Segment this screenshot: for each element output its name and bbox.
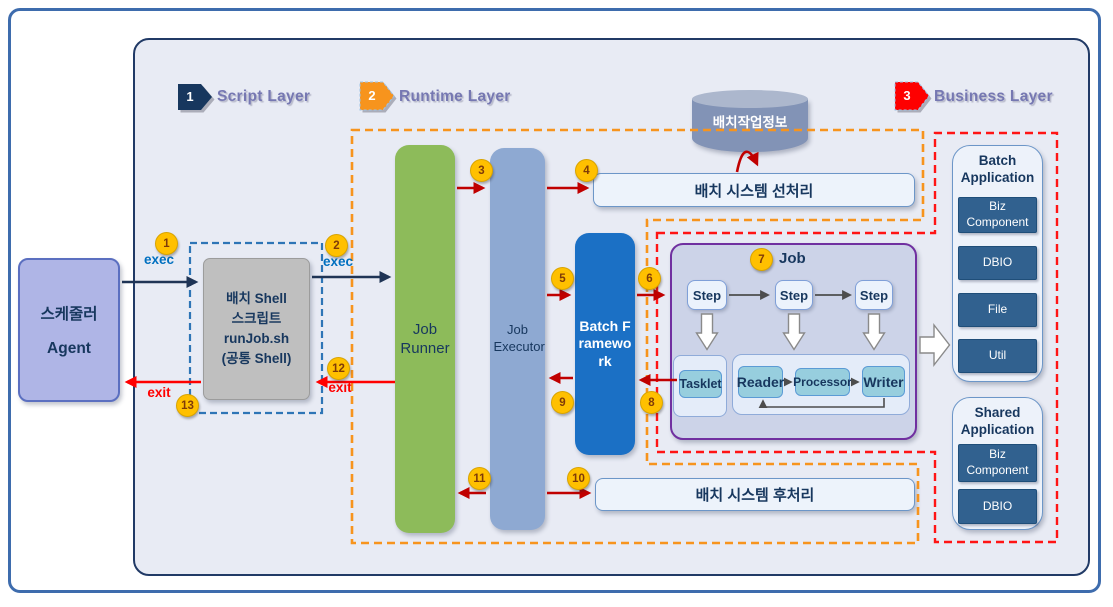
batch-app-item-file: File — [958, 293, 1037, 327]
shell-line-1: 배치 Shell — [226, 290, 287, 306]
cylinder-top — [692, 90, 808, 108]
shared-application-title: Shared Application — [960, 405, 1035, 437]
job-runner-bar: Job Runner — [395, 145, 455, 533]
shell-line-3: runJob.sh — [223, 331, 290, 346]
flow-badge-1: 1 — [155, 232, 178, 255]
processor-box: Processor — [793, 368, 852, 396]
flow-badge-4: 4 — [575, 159, 598, 182]
script-layer-label: Script Layer — [217, 88, 311, 105]
pre-process-label: 배치 시스템 선처리 — [694, 182, 814, 200]
job-executor-label: Job Executor — [493, 322, 545, 354]
batch-job-info-label: 배치작업정보 — [712, 115, 788, 130]
business-layer-number: 3 — [903, 88, 911, 103]
flow-badge-3: 3 — [470, 159, 493, 182]
batch-shell-script-box: 배치 Shell 스크립트 runJob.sh (공통 Shell) — [203, 258, 310, 400]
flow-badge-6: 6 — [638, 267, 661, 290]
shared-app-item-dbio: DBIO — [958, 489, 1037, 524]
exit-label-13: exit — [147, 385, 171, 400]
flow-badge-11: 11 — [468, 467, 491, 490]
flow-badge-8: 8 — [640, 391, 663, 414]
scheduler-agent-line1: 스케줄러 — [40, 306, 98, 323]
post-process-label: 배치 시스템 후처리 — [695, 487, 815, 504]
writer-box: Writer — [862, 366, 905, 397]
job-executor-bar: Job Executor — [490, 148, 545, 530]
flow-badge-12: 12 — [327, 357, 350, 380]
job-title: Job — [779, 250, 806, 267]
batch-app-item-biz-component: Biz Component — [958, 197, 1037, 233]
batch-app-item-dbio: DBIO — [958, 246, 1037, 280]
batch-framework-bar: Batch Framework — [575, 233, 635, 455]
batch-framework-label: Batch Framework — [578, 317, 632, 369]
outer-frame — [8, 8, 1101, 593]
shared-app-item-biz-component: Biz Component — [958, 444, 1037, 482]
scheduler-agent-box: 스케줄러 Agent — [18, 258, 120, 402]
step-box-3: Step — [855, 280, 893, 310]
exec-label-1: exec — [143, 252, 175, 267]
runtime-layer-label: Runtime Layer — [399, 88, 511, 105]
shell-line-4: (공통 Shell) — [221, 351, 292, 367]
tasklet-box: Tasklet — [679, 370, 722, 398]
pre-process-box: 배치 시스템 선처리 — [593, 173, 915, 207]
flow-badge-7: 7 — [750, 248, 773, 271]
runtime-layer-number: 2 — [368, 88, 376, 103]
post-process-box: 배치 시스템 후처리 — [595, 478, 915, 511]
script-layer-number: 1 — [186, 89, 194, 104]
flow-badge-13: 13 — [176, 394, 199, 417]
flow-badge-9: 9 — [551, 391, 574, 414]
step-box-1: Step — [687, 280, 727, 310]
batch-job-info-cylinder: 배치작업정보 — [692, 90, 808, 152]
flow-badge-2: 2 — [325, 234, 348, 257]
exit-label-12: exit — [328, 380, 352, 395]
scheduler-agent-line2: Agent — [47, 340, 91, 357]
flow-badge-10: 10 — [567, 467, 590, 490]
flow-badge-5: 5 — [551, 267, 574, 290]
batch-application-title: Batch Application — [960, 153, 1035, 185]
reader-box: Reader — [737, 366, 784, 398]
step-box-2: Step — [775, 280, 813, 310]
batch-app-item-util: Util — [958, 339, 1037, 373]
job-runner-label: Job Runner — [400, 320, 450, 358]
shell-line-2: 스크립트 — [231, 310, 282, 326]
business-layer-label: Business Layer — [934, 88, 1053, 105]
exec-label-2: exec — [322, 254, 354, 269]
